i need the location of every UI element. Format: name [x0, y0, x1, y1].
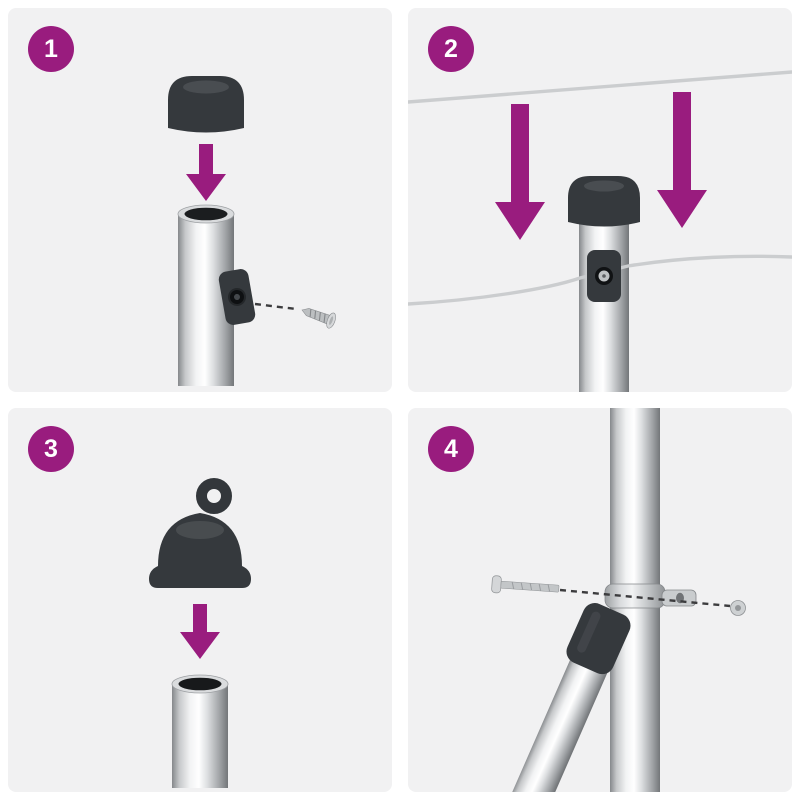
step-2-illustration [408, 70, 792, 392]
step-panel-2: 2 [408, 8, 792, 392]
nut-icon [730, 600, 746, 616]
down-arrow-icon [495, 104, 545, 240]
step-3-illustration [149, 478, 251, 788]
eyelet-cap-icon [149, 478, 251, 588]
screw-icon [301, 308, 336, 329]
step-number-3: 3 [44, 434, 58, 463]
brace-connector-icon [566, 603, 631, 675]
step-badge-1: 1 [28, 26, 74, 72]
down-arrow-icon [180, 604, 220, 659]
step-4-illustration [491, 408, 746, 792]
clothesline-lower-wire-icon [408, 254, 792, 306]
step-panel-3: 3 [8, 408, 392, 792]
step-number-2: 2 [444, 34, 458, 63]
clothesline-top-wire-icon [408, 70, 792, 104]
step-badge-4: 4 [428, 426, 474, 472]
step-number-4: 4 [444, 434, 458, 463]
capped-pole-icon [568, 176, 640, 392]
screw-clamp-icon [218, 269, 256, 325]
bolt-icon [491, 575, 560, 594]
step-badge-2: 2 [428, 26, 474, 72]
pole-cap-icon [168, 76, 244, 133]
down-arrow-icon [657, 92, 707, 228]
down-arrow-icon [186, 144, 226, 201]
step-1-illustration [168, 76, 336, 386]
diagonal-brace-icon [512, 644, 613, 792]
wire-clamp-icon [587, 250, 621, 302]
metal-tube-icon [171, 674, 229, 788]
step-panel-4: 4 [408, 408, 792, 792]
step-number-1: 1 [44, 34, 58, 63]
pole-clamp-icon [604, 583, 697, 609]
step-badge-3: 3 [28, 426, 74, 472]
step-panel-1: 1 [8, 8, 392, 392]
dashed-guide-line [254, 302, 297, 311]
